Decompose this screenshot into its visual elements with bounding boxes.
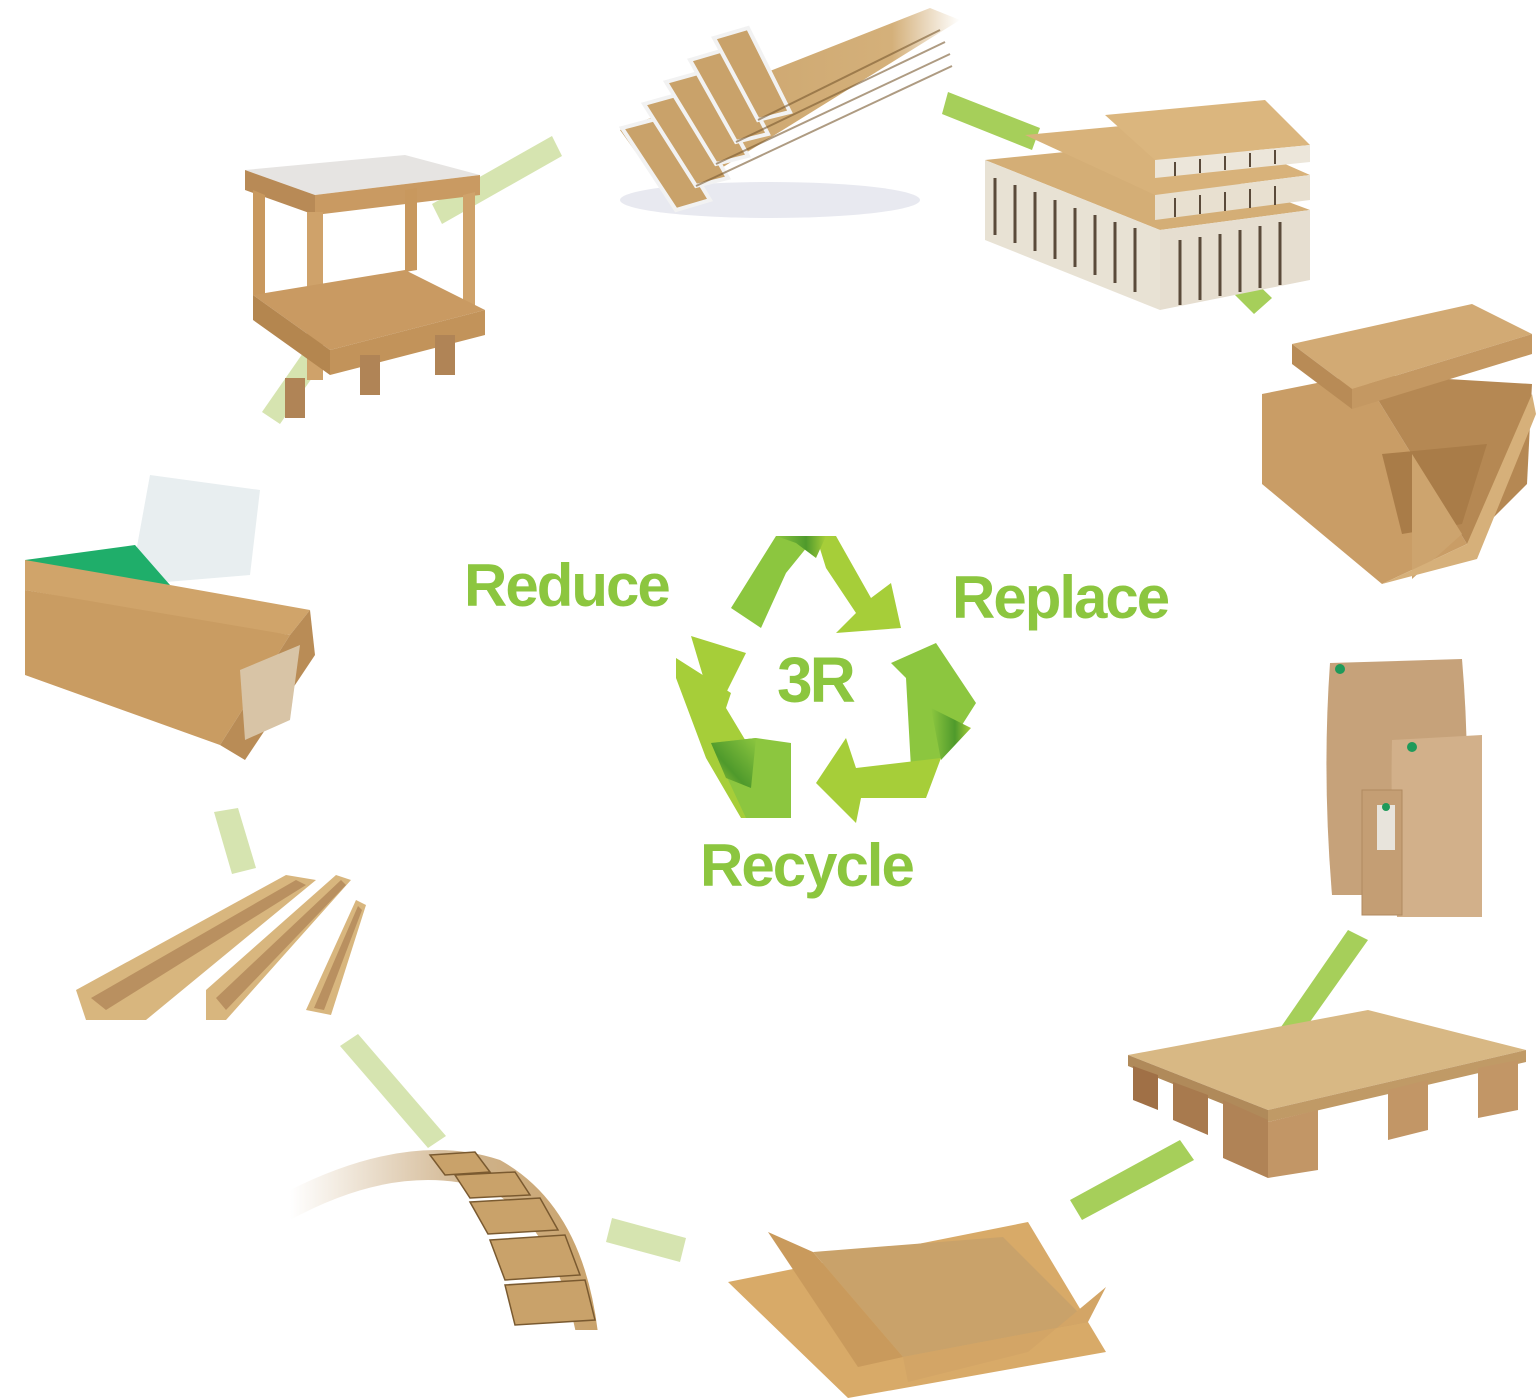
product-flexible-edge-protector	[290, 1150, 598, 1330]
recycle-icon	[676, 536, 976, 823]
product-paper-pallet-frame	[245, 155, 485, 418]
product-slip-sheet	[728, 1222, 1106, 1398]
arc-segment	[1070, 1140, 1194, 1220]
center-3r-label: 3R	[777, 644, 856, 716]
product-honeycomb-pallet	[1128, 1010, 1526, 1178]
replace-label: Replace	[952, 564, 1170, 631]
arc-segment	[214, 808, 256, 874]
arc-segment	[942, 92, 1040, 150]
recycle-label: Recycle	[700, 832, 915, 899]
arc-segment	[340, 1034, 446, 1148]
product-honeycomb-box	[1262, 304, 1536, 584]
product-dunnage-air-bags	[1326, 659, 1482, 917]
product-paper-tube-adhesive	[25, 475, 315, 760]
product-honeycomb-panels	[985, 100, 1310, 310]
product-u-channel-profiles	[76, 875, 366, 1020]
arc-segment	[1272, 930, 1368, 1050]
reduce-label: Reduce	[464, 552, 671, 619]
arc-segment	[606, 1218, 686, 1262]
product-edge-protectors-stack	[618, 8, 960, 218]
